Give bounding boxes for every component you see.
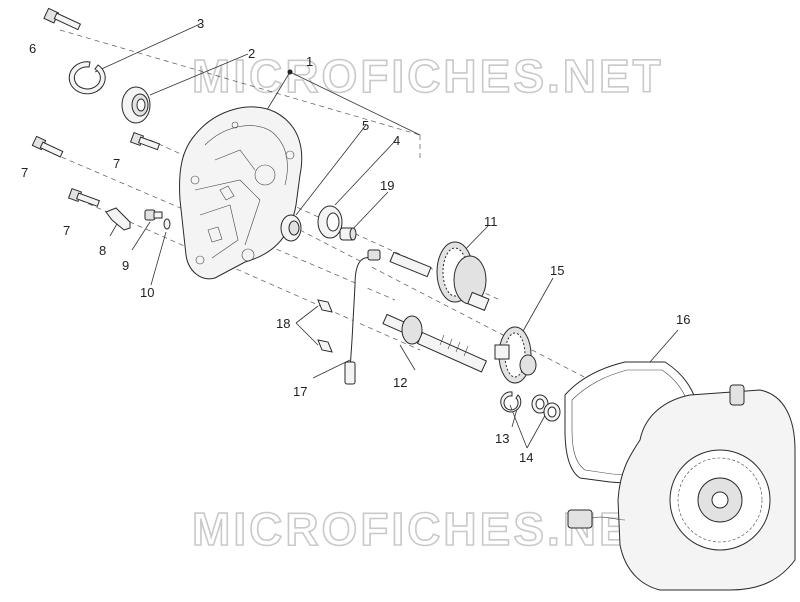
callout-18: 18 [276, 316, 290, 331]
part-1-marker-dot [287, 69, 293, 75]
part-9-screw [144, 209, 163, 221]
callout-16: 16 [676, 312, 690, 327]
callout-3: 3 [197, 16, 204, 31]
watermark-bottom: MICROFICHES.NET [192, 503, 664, 555]
part-7-bolt-lower [67, 187, 100, 207]
callout-9: 9 [122, 258, 129, 273]
part-8-clip [105, 207, 131, 231]
part-10-washer [163, 218, 171, 230]
part-11-gear-shaft [389, 241, 490, 311]
engine-housing [567, 384, 796, 591]
callout-13: 13 [495, 431, 509, 446]
callout-15: 15 [550, 263, 564, 278]
callout-5: 5 [362, 118, 369, 133]
part-19-bushing [339, 227, 357, 241]
part-2-bearing [121, 86, 151, 124]
callout-14: 14 [519, 450, 533, 465]
part-1-transmission-cover [179, 106, 303, 280]
leader-lines [94, 23, 679, 449]
callout-7-left: 7 [21, 165, 28, 180]
part-12-primary-shaft [382, 313, 488, 373]
part-13-circlip [500, 391, 522, 413]
part-18-clips [317, 299, 333, 353]
part-7-bolt-upper [129, 131, 161, 151]
callout-labels: 1 2 3 4 5 6 7 7 7 8 9 10 11 12 13 14 15 … [21, 16, 690, 465]
part-6-bolt [43, 7, 82, 31]
callout-6: 6 [29, 41, 36, 56]
watermark-top: MICROFICHES.NET [192, 50, 664, 102]
callout-8: 8 [99, 243, 106, 258]
callout-17: 17 [293, 384, 307, 399]
part-17-pipe [344, 249, 381, 385]
part-5-bearing [280, 214, 302, 242]
part-15-gear [494, 326, 537, 384]
callout-2: 2 [248, 46, 255, 61]
callout-12: 12 [393, 375, 407, 390]
callout-11: 11 [484, 214, 498, 229]
callout-4: 4 [393, 133, 400, 148]
callout-10: 10 [140, 285, 154, 300]
callout-19: 19 [380, 178, 394, 193]
callout-7-upper: 7 [113, 156, 120, 171]
part-7-bolt-left [31, 135, 64, 158]
callout-1: 1 [306, 54, 313, 69]
callout-7-lower: 7 [63, 223, 70, 238]
part-3-circlip [68, 61, 106, 95]
part-14-shims [531, 394, 561, 422]
part-4-oil-seal [317, 205, 343, 239]
